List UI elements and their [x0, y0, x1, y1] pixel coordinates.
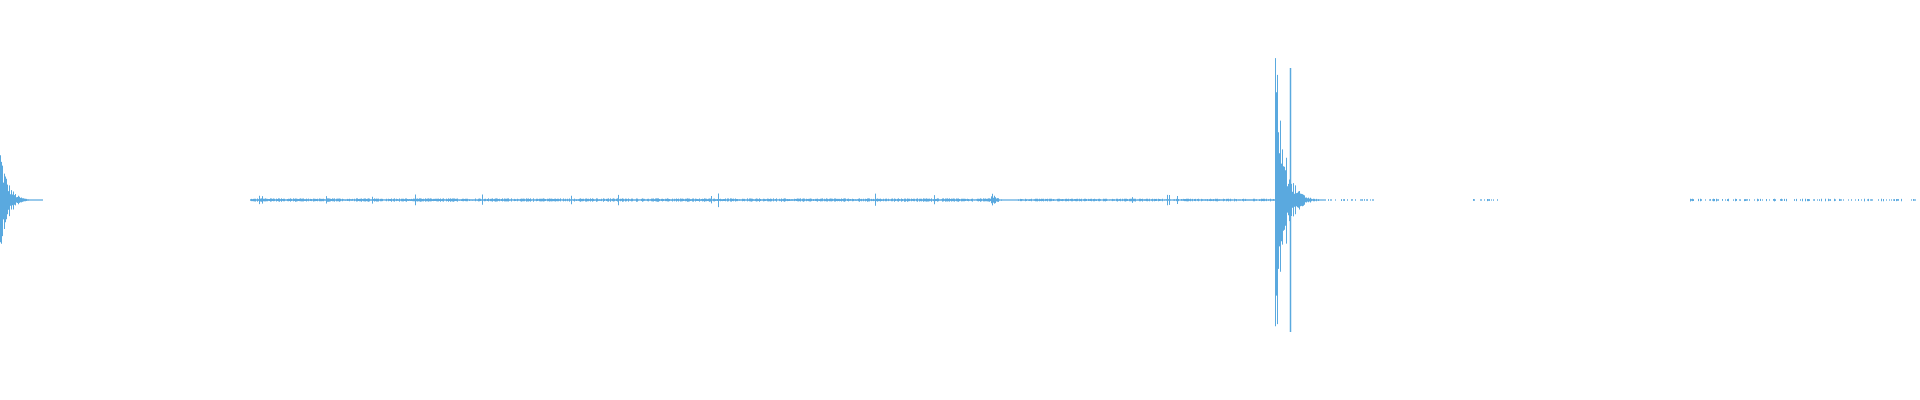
waveform-segment-1: [250, 193, 999, 208]
waveform-bars: [0, 58, 1916, 332]
waveform-segment-0: [0, 155, 43, 244]
waveform-segment-6: [1473, 199, 1498, 202]
waveform-segment-7: [1690, 198, 1916, 202]
waveform-segment-5: [1328, 199, 1374, 201]
waveform-segment-3: [1018, 194, 1276, 206]
waveform-segment-2: [991, 193, 1019, 206]
waveform-segment-4: [1275, 58, 1326, 327]
